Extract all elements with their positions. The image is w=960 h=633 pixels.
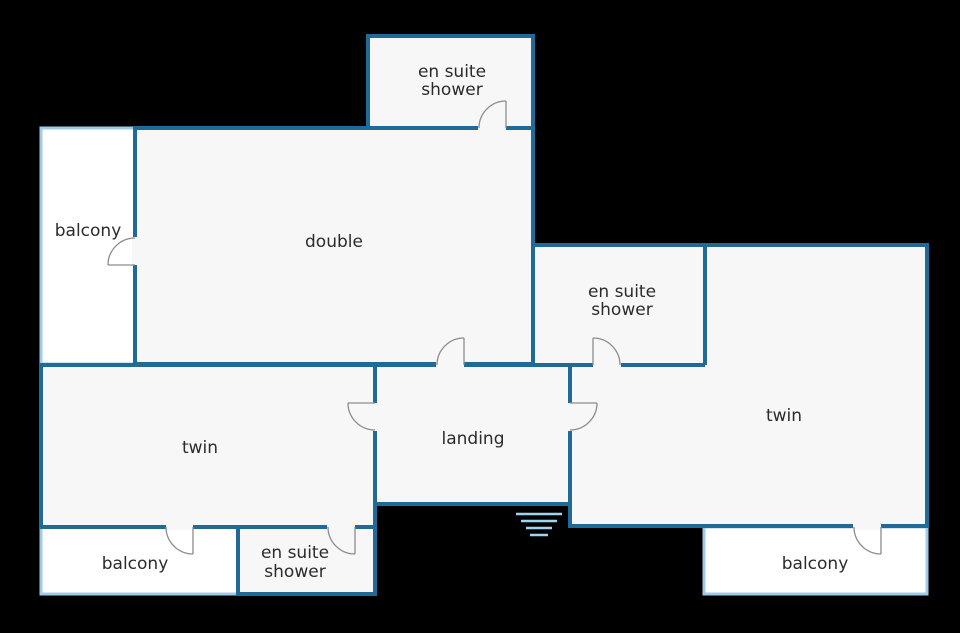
label-twin-left: twin [182, 438, 218, 458]
room-landing [373, 363, 572, 506]
door-ensuite-mid [592, 337, 621, 368]
room-ensuite-mid-cover [535, 247, 703, 363]
door-twin-right [567, 402, 598, 431]
label-twin-right: twin [766, 406, 802, 426]
label-balcony-bottom-left: balcony [102, 554, 169, 574]
door-balcony-bottom-left [165, 524, 194, 555]
label-ensuite-top-2: shower [421, 80, 482, 100]
door-ensuite-bottom [327, 524, 356, 555]
label-ensuite-bottom-1: en suite [261, 543, 329, 563]
label-ensuite-mid-1: en suite [588, 282, 656, 302]
door-balcony-bottom-right [853, 524, 882, 555]
door-twin-left [347, 402, 378, 431]
label-ensuite-bottom-2: shower [264, 562, 325, 582]
room-ensuite-bottom [236, 525, 377, 596]
balcony-bottom-left [39, 525, 240, 596]
stairs-icon [516, 512, 562, 537]
label-balcony-bottom-right: balcony [782, 554, 849, 574]
label-balcony-left: balcony [55, 221, 122, 241]
label-ensuite-top-1: en suite [418, 62, 486, 82]
room-double [133, 126, 535, 366]
door-ensuite-top [478, 100, 507, 131]
door-double [436, 337, 465, 368]
label-ensuite-mid-2: shower [591, 300, 652, 320]
balcony-bottom-right [702, 525, 929, 596]
door-balcony-left [107, 237, 138, 266]
label-double: double [305, 232, 363, 252]
balcony-left [39, 126, 137, 366]
label-landing: landing [442, 429, 505, 449]
